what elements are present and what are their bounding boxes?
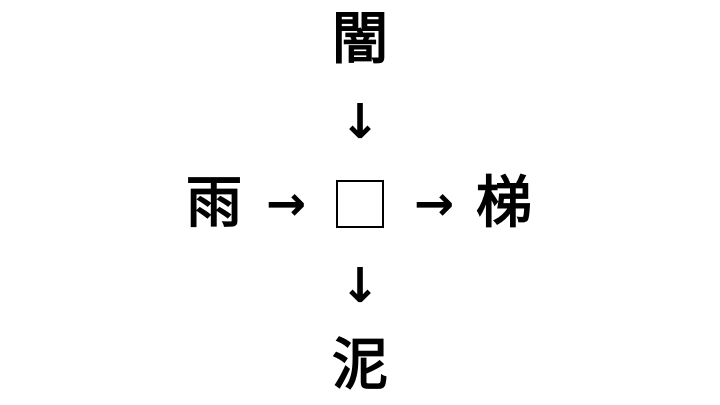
arrow-left-to-center: → (265, 176, 307, 232)
bottom-kanji: 泥 (332, 333, 388, 398)
answer-blank-box (336, 180, 384, 228)
arrow-center-to-bottom: ↓ (339, 258, 381, 314)
arrow-top-to-center: ↓ (339, 94, 381, 150)
right-kanji: 梯 (476, 171, 532, 236)
top-kanji: 闇 (332, 7, 388, 72)
left-kanji: 雨 (186, 171, 242, 236)
arrow-center-to-right: → (413, 176, 455, 232)
